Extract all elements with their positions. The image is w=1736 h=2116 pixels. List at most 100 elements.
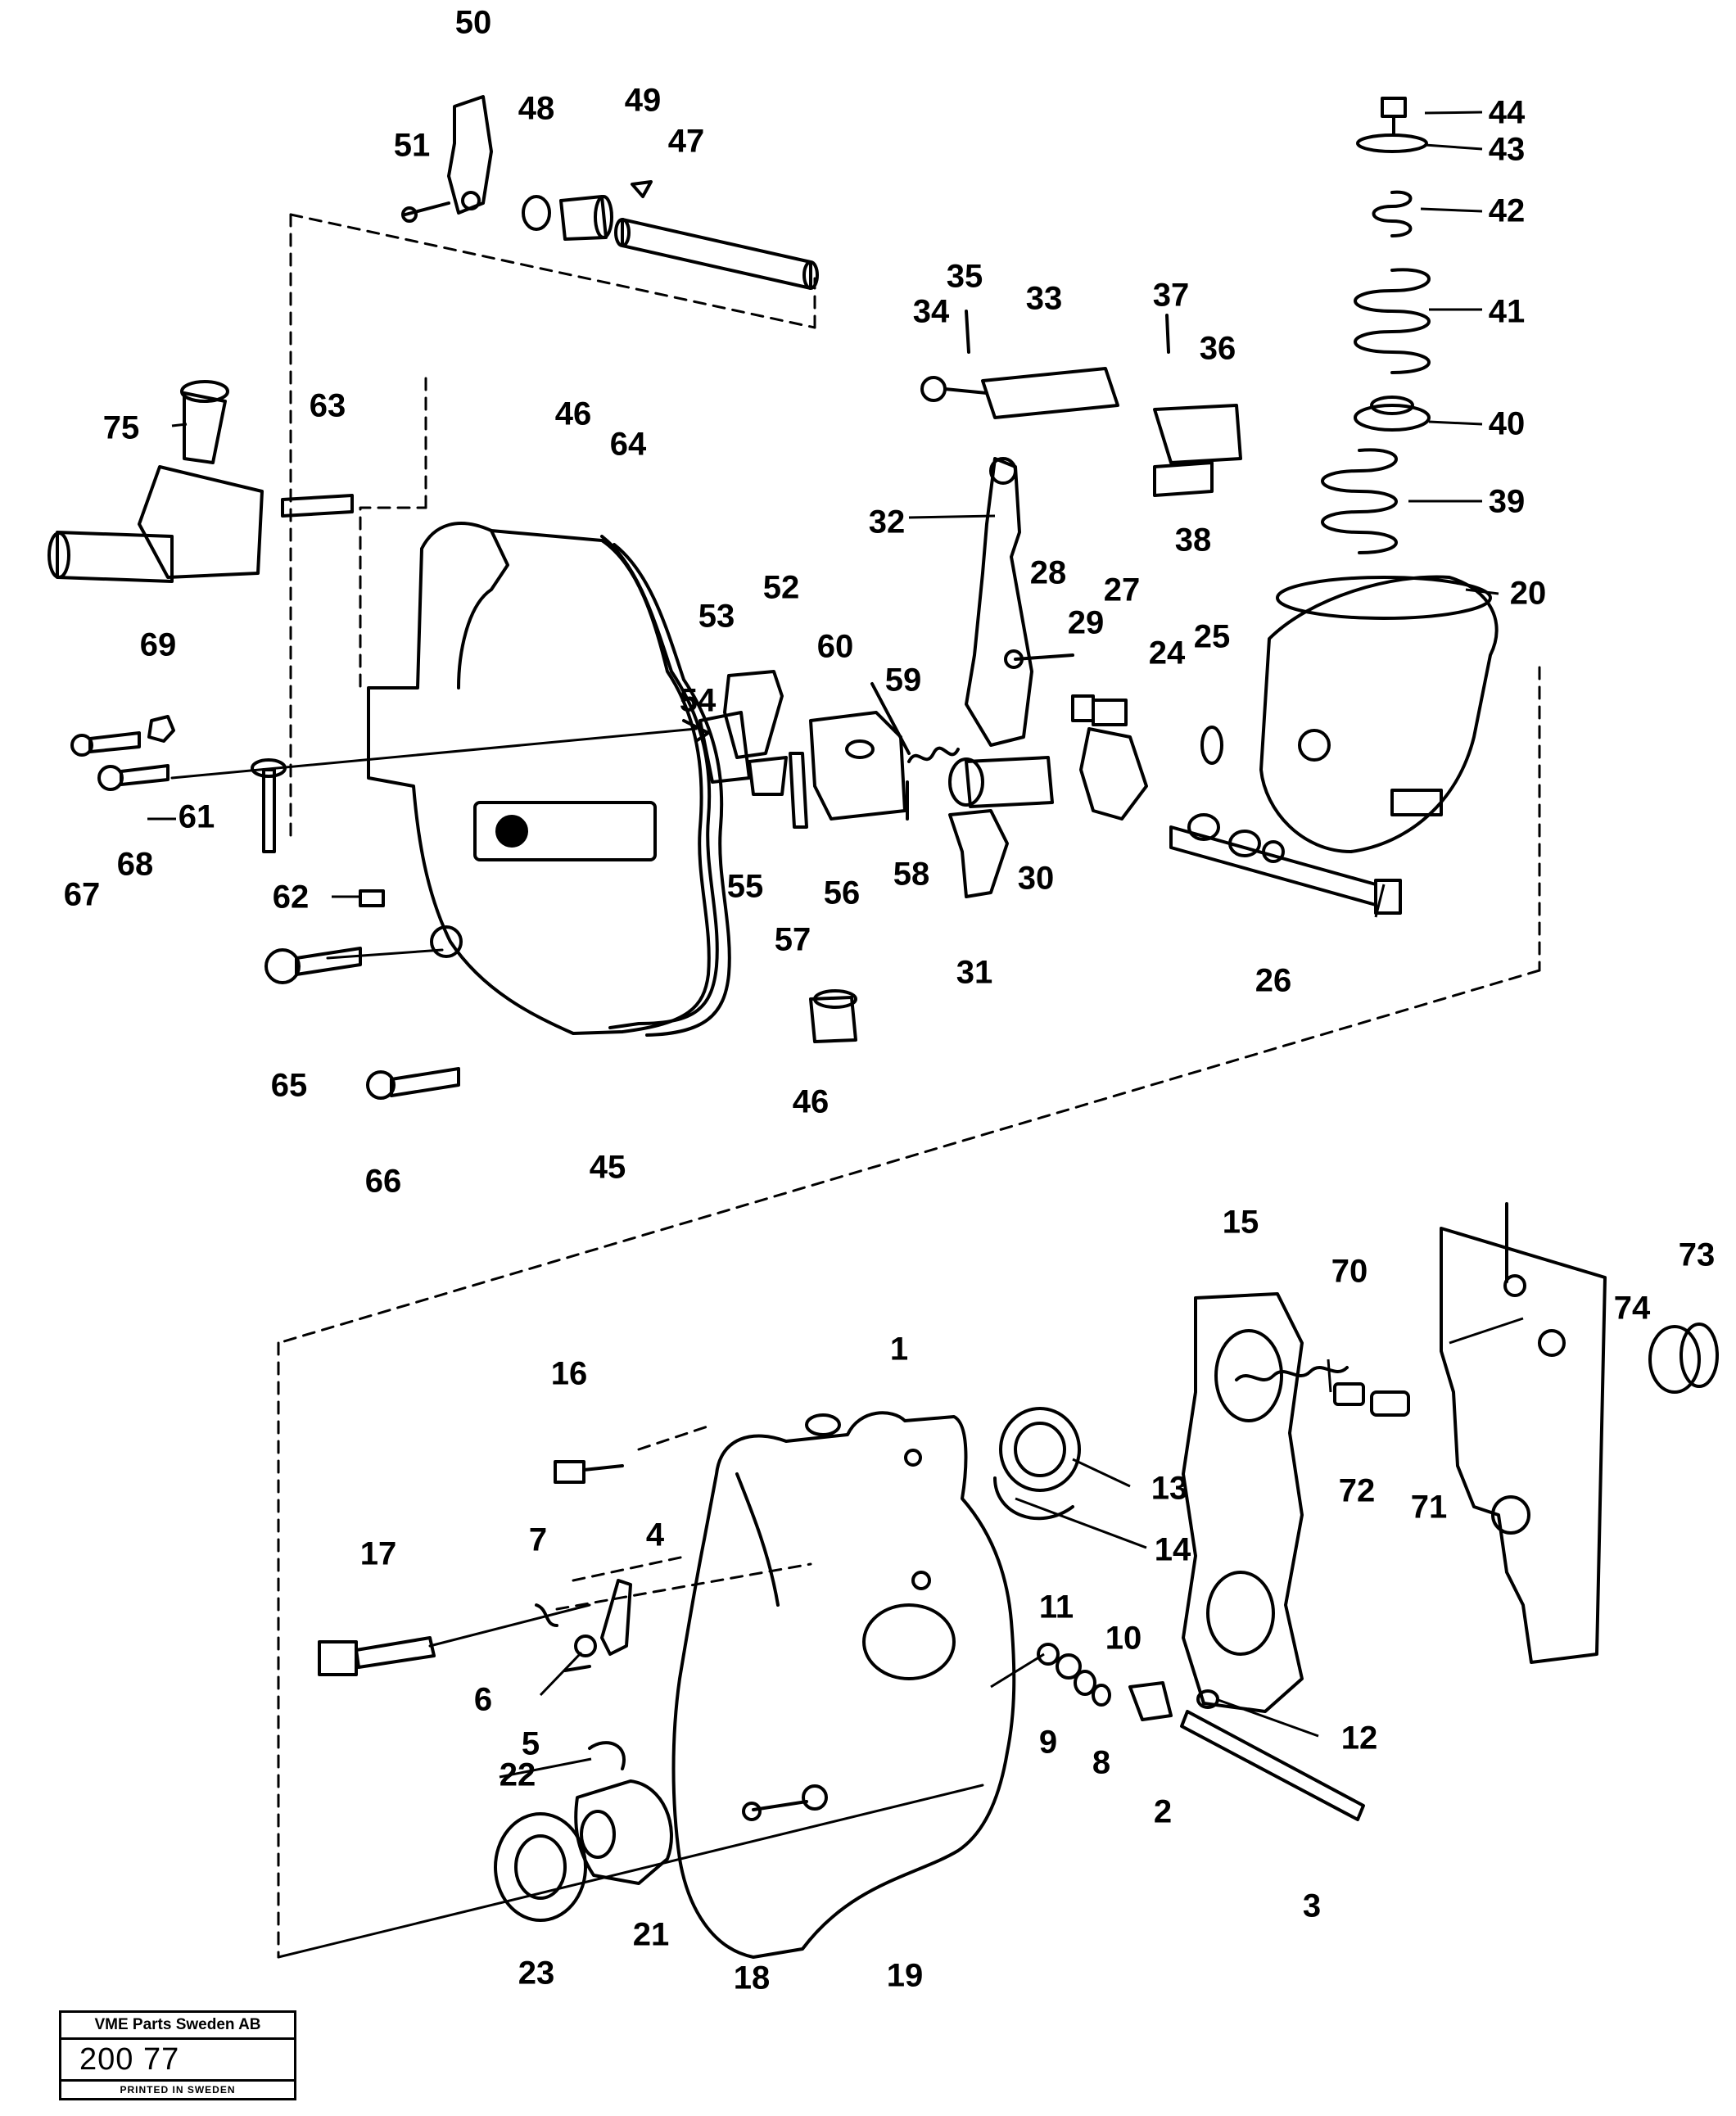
part-54-lever <box>698 711 751 784</box>
callout-54: 54 <box>680 683 717 719</box>
part-30-sleeve <box>948 756 1054 808</box>
part-52-lever <box>723 670 784 759</box>
callout-68: 68 <box>117 847 154 883</box>
callout-49: 49 <box>625 83 662 119</box>
part-5-screw <box>563 1665 591 1672</box>
callout-70: 70 <box>1331 1254 1368 1290</box>
part-50-lever <box>447 95 493 215</box>
part-8-ring <box>1092 1684 1111 1707</box>
callout-34: 34 <box>913 294 950 330</box>
part-55-clip <box>748 756 788 796</box>
callout-56: 56 <box>824 875 861 911</box>
callout-31: 31 <box>956 955 993 991</box>
part-2-valve <box>1128 1681 1173 1721</box>
part-drawings <box>47 95 1719 1959</box>
callout-52: 52 <box>763 570 800 606</box>
part-69-nut <box>147 715 175 743</box>
callout-57: 57 <box>775 922 811 958</box>
callout-29: 29 <box>1068 605 1105 641</box>
part-7-spring <box>535 1603 558 1627</box>
callout-37: 37 <box>1153 278 1190 314</box>
callout-47: 47 <box>668 124 705 160</box>
part-43-washer <box>1356 133 1428 153</box>
callout-11: 11 <box>1039 1589 1074 1625</box>
part-17-bolt <box>318 1636 436 1676</box>
part-19-washer <box>802 1784 828 1811</box>
callout-43: 43 <box>1489 132 1526 168</box>
part-46-bushing-top <box>559 195 613 241</box>
part-62-nut <box>359 889 385 907</box>
callout-71: 71 <box>1411 1490 1448 1526</box>
part-32-arm <box>965 457 1033 747</box>
part-10-washer <box>1056 1653 1082 1680</box>
callout-10: 10 <box>1105 1621 1142 1657</box>
callout-64: 64 <box>610 427 647 463</box>
callout-18: 18 <box>734 1960 771 1996</box>
part-14-ring <box>993 1476 1074 1521</box>
callout-33: 33 <box>1026 281 1063 317</box>
callout-61: 61 <box>179 799 215 835</box>
part-1-pump-housing <box>671 1411 1016 1959</box>
part-28-screw <box>1004 649 1074 669</box>
part-16-bolt <box>554 1460 624 1484</box>
part-20-governor-housing <box>1259 575 1499 853</box>
callout-67: 67 <box>64 877 101 913</box>
part-6-washer <box>574 1634 597 1657</box>
callout-51: 51 <box>394 128 431 164</box>
part-23-ring <box>494 1812 587 1922</box>
part-65-screw <box>264 947 362 984</box>
callout-25: 25 <box>1194 619 1231 655</box>
callout-28: 28 <box>1030 555 1067 591</box>
part-29-washer <box>1071 694 1095 722</box>
part-47-shaft <box>614 218 819 290</box>
part-61-bolt <box>251 758 287 853</box>
callout-55: 55 <box>727 869 764 905</box>
part-53-spring <box>682 719 710 743</box>
upper-dashed-frame <box>277 213 1541 1345</box>
callout-74: 74 <box>1614 1291 1651 1327</box>
part-67-screw <box>70 731 141 757</box>
callout-19: 19 <box>887 1958 924 1994</box>
part-11-ring <box>1037 1643 1060 1666</box>
part-48-washer <box>522 195 551 231</box>
callout-72: 72 <box>1339 1473 1376 1509</box>
callout-1: 1 <box>890 1332 908 1368</box>
callout-46: 46 <box>555 396 592 432</box>
part-24-bracket <box>1079 727 1148 821</box>
callout-48: 48 <box>518 91 555 127</box>
callout-8: 8 <box>1092 1745 1110 1781</box>
part-9-washer <box>1074 1670 1096 1696</box>
part-66-screw <box>366 1067 460 1100</box>
callout-58: 58 <box>893 857 930 893</box>
callout-17: 17 <box>360 1536 397 1572</box>
callout-15: 15 <box>1223 1205 1259 1241</box>
callout-9: 9 <box>1039 1725 1057 1761</box>
callout-44: 44 <box>1489 95 1526 131</box>
callout-23: 23 <box>518 1955 555 1992</box>
callout-40: 40 <box>1489 406 1526 442</box>
part-26-washers <box>1187 813 1285 863</box>
callout-60: 60 <box>817 629 854 665</box>
part-36-block <box>1153 404 1242 464</box>
callout-2: 2 <box>1154 1794 1172 1830</box>
callout-6: 6 <box>474 1682 492 1718</box>
callout-69: 69 <box>140 627 177 663</box>
part-74-union <box>1648 1322 1719 1394</box>
part-60-screw <box>870 682 911 755</box>
part-41-spring <box>1354 268 1431 374</box>
part-42-spring <box>1372 190 1413 237</box>
part-68-screw <box>97 764 170 791</box>
callout-13: 13 <box>1151 1471 1188 1507</box>
part-38-bracket <box>1153 461 1214 497</box>
part-3-rod <box>1180 1710 1365 1821</box>
part-59-spring <box>907 746 960 763</box>
callout-38: 38 <box>1175 522 1212 558</box>
callout-16: 16 <box>551 1356 588 1392</box>
callout-27: 27 <box>1104 572 1141 608</box>
part-37-pin <box>1165 314 1170 354</box>
callout-7: 7 <box>529 1522 547 1558</box>
callout-50: 50 <box>455 5 492 41</box>
callout-45: 45 <box>590 1150 626 1186</box>
